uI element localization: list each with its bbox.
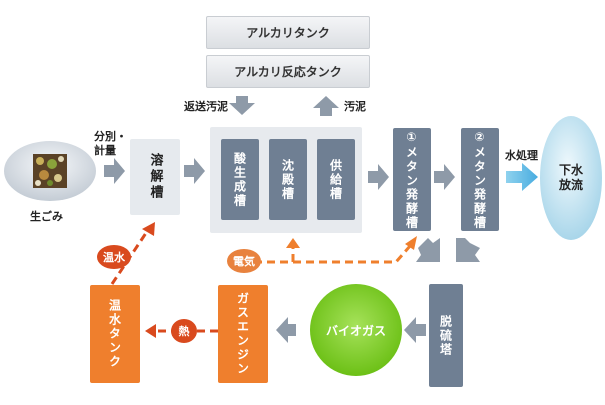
sludge-label: 汚泥 bbox=[344, 100, 366, 113]
sewer-label: 下水放流 bbox=[545, 160, 597, 196]
hot-water-arrowhead bbox=[142, 222, 155, 236]
electricity-badge: 電気 bbox=[227, 249, 261, 273]
arrow-methane1-to-methane2 bbox=[434, 164, 455, 190]
gas-engine: ガスエンジン bbox=[218, 285, 268, 383]
electricity-arrowhead-methane bbox=[405, 236, 417, 250]
dissolution-tank: 溶解槽 bbox=[130, 139, 180, 215]
arrow-methane1-to-desulfurization bbox=[416, 238, 440, 262]
arrow-waste-to-dissolution bbox=[104, 158, 125, 184]
water-treatment-label: 水処理 bbox=[505, 149, 538, 162]
flow-arrows bbox=[104, 96, 480, 343]
arrow-dissolution-to-panel bbox=[184, 158, 205, 184]
arrow-methane2-to-desulfurization bbox=[456, 238, 480, 262]
food-waste-label: 生ごみ bbox=[30, 210, 63, 223]
arrow-sludge-up bbox=[313, 96, 339, 116]
arrow-desulfurization-to-biogas bbox=[404, 317, 426, 343]
biogas-label: バイオガス bbox=[325, 323, 386, 338]
arrow-panel-to-methane1 bbox=[368, 164, 389, 190]
desulfurization-tower: 脱硫塔 bbox=[429, 284, 463, 387]
alkali-tank: アルカリタンク bbox=[206, 16, 370, 49]
food-waste-photo bbox=[33, 154, 67, 188]
arrow-to-sewer bbox=[506, 163, 538, 191]
settling-tank: 沈殿槽 bbox=[269, 139, 307, 220]
arrow-biogas-to-engine bbox=[276, 317, 296, 343]
sewer-ellipse bbox=[540, 116, 602, 240]
methane-fermentation-tank-1: ①メタン発酵槽 bbox=[393, 128, 431, 231]
hot-water-tank: 温水タンク bbox=[90, 285, 140, 383]
alkali-reaction-tank: アルカリ反応タンク bbox=[206, 55, 370, 88]
electricity-lines bbox=[254, 245, 412, 264]
heat-arrowhead bbox=[145, 324, 156, 338]
hot-water-badge: 温水 bbox=[97, 245, 131, 269]
heat-badge: 熱 bbox=[171, 319, 197, 343]
separation-label: 分別・ 計量 bbox=[94, 130, 127, 157]
return-sludge-label: 返送汚泥 bbox=[184, 100, 228, 113]
sewer-text: 下水放流 bbox=[558, 163, 583, 192]
acid-generation-tank: 酸生成槽 bbox=[221, 139, 259, 220]
electricity-arrowhead-panel bbox=[286, 238, 300, 248]
supply-tank: 供給槽 bbox=[317, 139, 355, 220]
methane-fermentation-tank-2: ②メタン発酵槽 bbox=[461, 128, 499, 231]
arrow-return-sludge-down bbox=[229, 96, 255, 115]
biogas-circle bbox=[310, 284, 402, 376]
